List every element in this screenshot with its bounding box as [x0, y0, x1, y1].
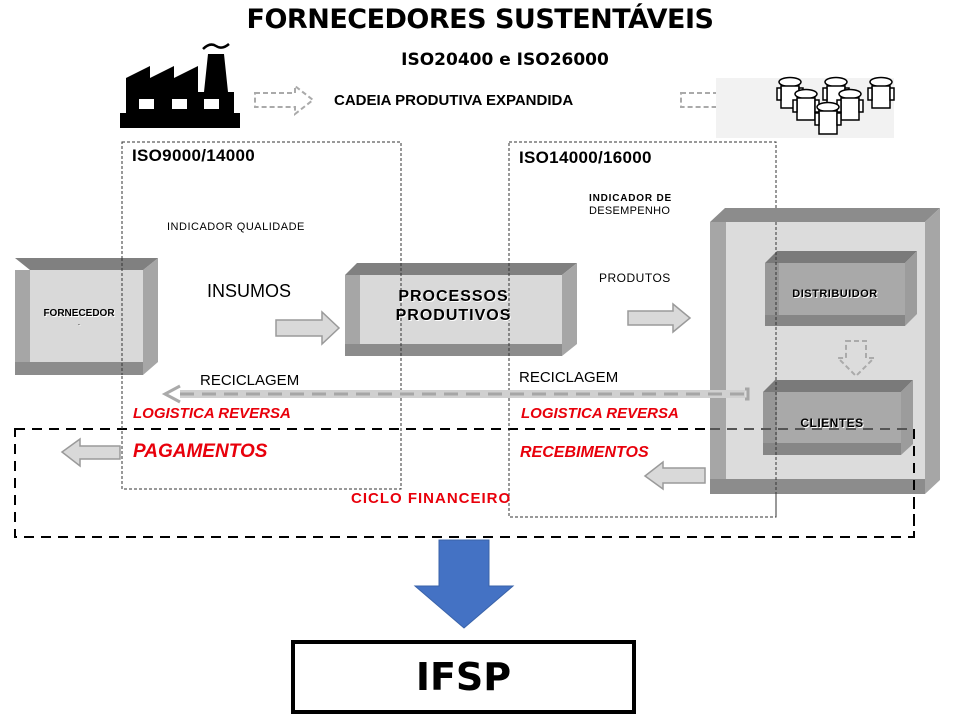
- recycling-label-left: RECICLAGEM: [200, 372, 300, 389]
- financial-cycle-label: CICLO FINANCEIRO: [351, 490, 512, 507]
- chain-arrow-left-icon: [254, 83, 315, 117]
- quality-indicator-label: INDICADOR QUALIDADE: [167, 221, 305, 233]
- processes-box: [345, 263, 577, 356]
- ifsp-label: IFSP: [415, 655, 512, 699]
- result-down-arrow-icon: [413, 539, 515, 629]
- recycling-arrow-icon: [161, 384, 750, 404]
- ifsp-result-box: IFSP: [291, 640, 636, 714]
- reverse-logistics-label-right: LOGISTICA REVERSA: [521, 405, 679, 422]
- performance-indicator-line2: DESEMPENHO: [589, 205, 671, 217]
- payments-label: PAGAMENTOS: [133, 441, 268, 462]
- distribution-down-arrow-icon: [835, 340, 877, 378]
- processes-label-line1: PROCESSOS: [398, 288, 509, 305]
- supplier-box: [15, 258, 158, 375]
- recycling-label-right: RECICLAGEM: [519, 369, 619, 386]
- distributor-label: DISTRIBUIDOR: [792, 288, 878, 300]
- supply-chain-label: CADEIA PRODUTIVA EXPANDIDA: [334, 92, 574, 109]
- processes-node: PROCESSOS PRODUTIVOS: [345, 275, 562, 344]
- performance-indicator-line1: INDICADOR DE: [589, 193, 672, 204]
- supplier-node: FORNECEDOR ·: [15, 270, 143, 362]
- iso14000-label: ISO14000/16000: [519, 148, 652, 167]
- distributor-node: DISTRIBUIDOR: [765, 263, 905, 315]
- products-label: PRODUTOS: [599, 271, 671, 285]
- reverse-logistics-label-left: LOGISTICA REVERSA: [133, 405, 291, 422]
- insumos-arrow-icon: [275, 310, 341, 346]
- produtos-arrow-icon: [627, 302, 692, 334]
- clients-box: [763, 380, 913, 455]
- page-title: FORNECEDORES SUSTENTÁVEIS: [246, 4, 714, 35]
- supplier-mark: ·: [77, 320, 81, 329]
- supplier-label: FORNECEDOR: [43, 308, 115, 319]
- inputs-label: INSUMOS: [207, 281, 292, 301]
- factory-icon: [120, 43, 240, 128]
- receipts-label: RECEBIMENTOS: [520, 444, 649, 461]
- processes-label-line2: PRODUTIVOS: [395, 307, 512, 324]
- clients-label: CLIENTES: [800, 416, 864, 430]
- receipts-arrow-icon: [643, 460, 706, 491]
- payments-arrow-icon: [60, 437, 121, 468]
- page-subtitle: ISO20400 e ISO26000: [401, 50, 609, 70]
- iso9000-label: ISO9000/14000: [132, 146, 255, 165]
- clients-node: CLIENTES: [763, 392, 901, 443]
- people-group-icon: [716, 76, 895, 138]
